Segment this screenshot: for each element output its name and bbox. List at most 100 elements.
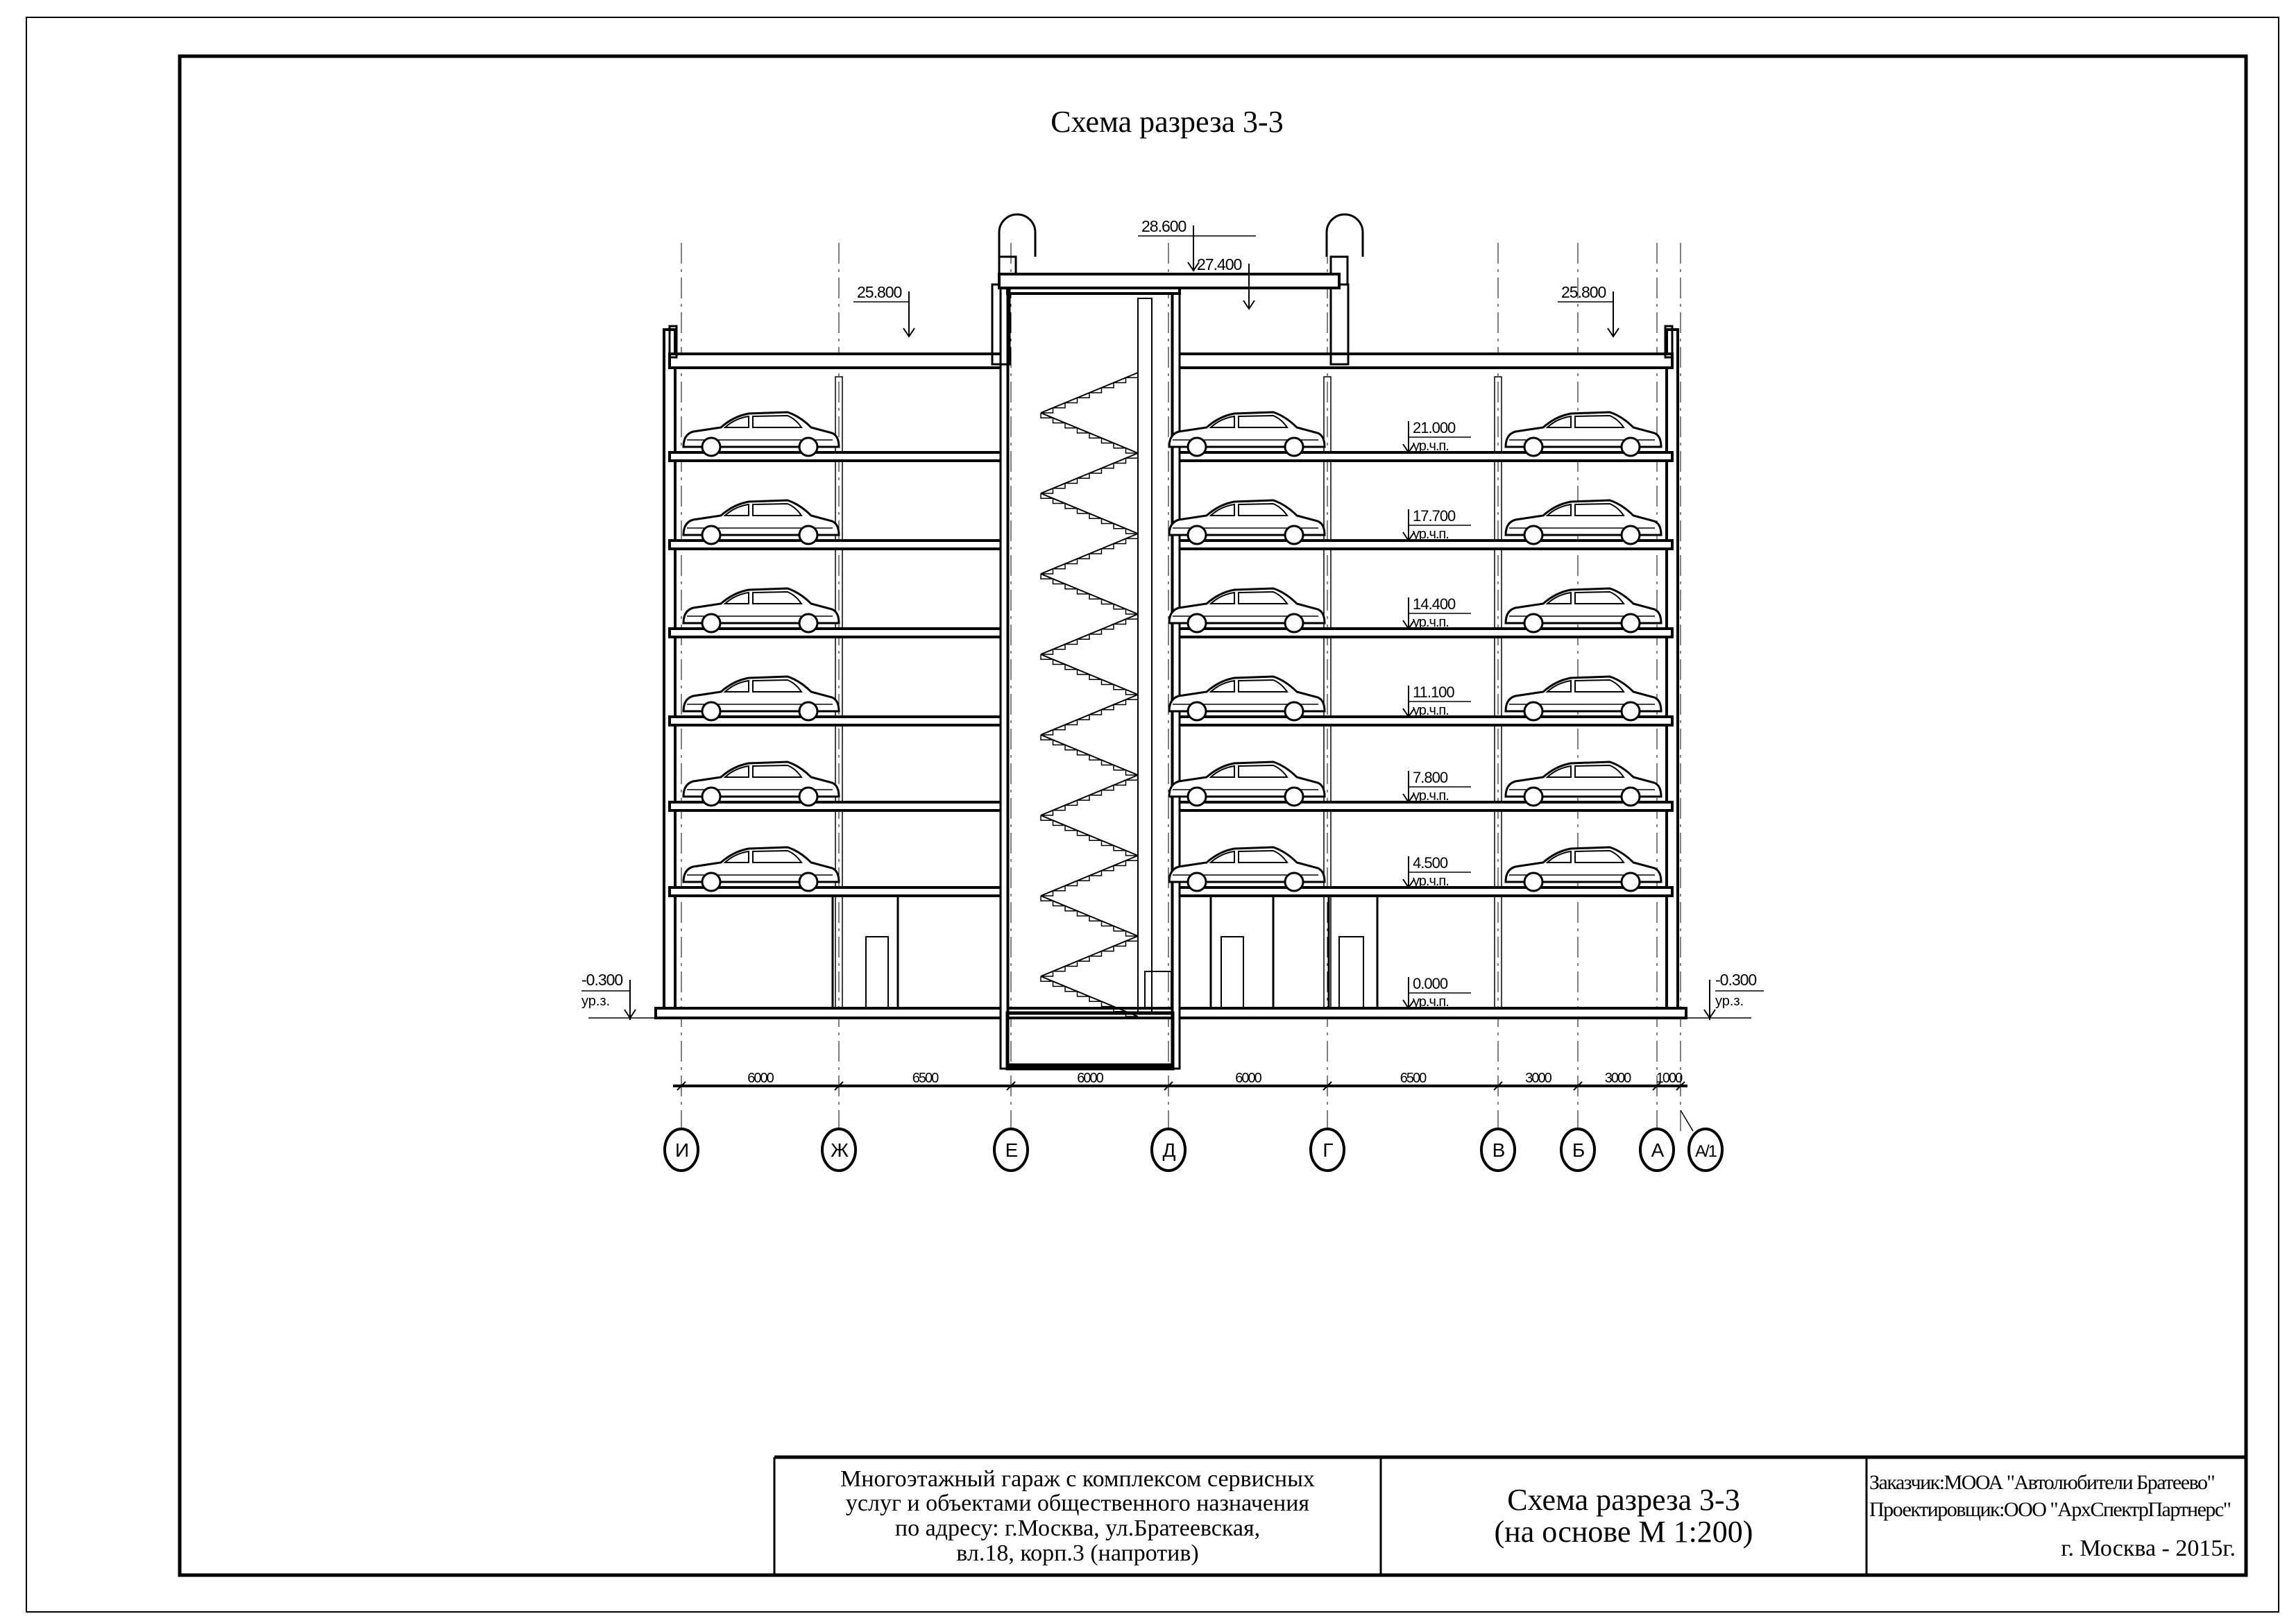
car-wheel — [798, 613, 819, 634]
axis-label: В — [1493, 1139, 1505, 1161]
ground-elevation: -0.300 — [581, 971, 622, 989]
ground-label: ур.з. — [581, 994, 610, 1009]
level-arrow — [1402, 532, 1415, 542]
car-window — [1545, 590, 1625, 604]
axis-bubble — [993, 1128, 1029, 1172]
elevation-top-arrow — [1187, 262, 1200, 272]
project-line: вл.18, корп.3 (напротив) — [956, 1540, 1199, 1566]
core-roof-wall-right — [1329, 283, 1350, 366]
level-label: ур.ч.п. — [1413, 874, 1449, 889]
axis-bubble — [1560, 1128, 1596, 1172]
level-arrow — [1402, 878, 1415, 889]
axis-leader — [1680, 1110, 1694, 1132]
sheet-name: Схема разреза 3-3 (на основе М 1:200) — [1384, 1460, 1864, 1572]
car — [1504, 760, 1663, 807]
axis-bubble — [1480, 1128, 1516, 1172]
level-label: ур.ч.п. — [1413, 703, 1449, 718]
car-wheel — [1284, 701, 1304, 722]
car-body — [1504, 411, 1663, 448]
car — [1168, 499, 1326, 545]
level-value: 21.000 — [1413, 419, 1456, 436]
car-window — [1209, 764, 1289, 778]
car-body — [682, 846, 840, 883]
car — [1504, 411, 1663, 457]
right-wall — [1665, 328, 1679, 1018]
dimension-tick — [1323, 1081, 1332, 1091]
dimension-value: 3000 — [1525, 1071, 1551, 1086]
floor-slab — [668, 715, 1009, 726]
car-window — [1545, 679, 1625, 692]
stair-stringer — [1040, 976, 1139, 1017]
door — [1221, 936, 1244, 1009]
column — [835, 460, 843, 541]
upper-roof-slab — [998, 273, 1341, 289]
car-wheel — [701, 701, 722, 722]
ground-label: ур.з. — [1715, 994, 1744, 1009]
level-value: 7.800 — [1413, 769, 1448, 786]
dimension-tick — [1676, 1081, 1685, 1091]
stair-stringer — [1040, 815, 1139, 856]
car-wheel — [1620, 701, 1641, 722]
column — [1323, 460, 1332, 541]
dimension-tick — [677, 1081, 686, 1091]
dimension-tick — [1164, 1081, 1173, 1091]
car — [1504, 846, 1663, 892]
car — [1504, 675, 1663, 722]
axis-label: Г — [1323, 1139, 1333, 1161]
floor-slab — [668, 801, 1009, 812]
car — [682, 411, 840, 457]
column — [1323, 376, 1332, 453]
car-window — [723, 849, 803, 863]
column — [1494, 636, 1502, 717]
dimension-tick — [834, 1081, 844, 1091]
level-label: ур.ч.п. — [1413, 439, 1449, 454]
car — [1168, 760, 1326, 807]
left-wall — [663, 328, 677, 1018]
project-line: по адресу: г.Москва, ул.Братеевская, — [894, 1515, 1261, 1541]
car-wheel — [1284, 786, 1304, 807]
car-wheel — [1187, 701, 1207, 722]
level-arrow — [1402, 443, 1415, 454]
car-window — [1209, 849, 1289, 863]
level-arrow — [1402, 708, 1415, 718]
door — [1144, 971, 1172, 1009]
car-body — [1168, 587, 1326, 624]
car-body — [1168, 760, 1326, 798]
column — [835, 724, 843, 803]
car-wheel — [798, 872, 819, 892]
stair-stringer — [1040, 412, 1139, 454]
car-wheel — [1620, 613, 1641, 634]
car-wheel — [1187, 786, 1207, 807]
car-window — [1545, 849, 1625, 863]
elevation-roof-right: 25.800 — [1561, 283, 1606, 301]
elevation-roof-left-arrow — [903, 328, 915, 338]
car-wheel — [1523, 613, 1544, 634]
car-window — [723, 764, 803, 778]
axis-bubble — [821, 1128, 857, 1172]
car-wheel — [1284, 872, 1304, 892]
sheet-scale: (на основе М 1:200) — [1494, 1515, 1753, 1549]
stair-stringer — [1040, 935, 1139, 977]
stair-stringer — [1040, 855, 1139, 897]
car-wheel — [798, 525, 819, 545]
car-body — [1168, 499, 1326, 536]
dimension-value: 6500 — [1400, 1071, 1427, 1086]
car-wheel — [1523, 872, 1544, 892]
building-section — [654, 213, 1687, 1131]
car — [1504, 587, 1663, 634]
stair-stringer — [1040, 895, 1139, 937]
dimension-value: 3000 — [1605, 1071, 1631, 1086]
column — [835, 810, 843, 888]
car-wheel — [1284, 436, 1304, 457]
stair-stringer — [1040, 774, 1139, 816]
car-window — [1545, 764, 1625, 778]
column — [1323, 548, 1332, 629]
car-body — [1504, 846, 1663, 883]
axis-label: А — [1651, 1139, 1665, 1161]
car-wheel — [701, 436, 722, 457]
car-wheel — [1523, 436, 1544, 457]
level-label: ур.ч.п. — [1413, 527, 1449, 542]
column — [1494, 895, 1502, 1009]
car-window — [723, 590, 803, 604]
stair-core — [1005, 279, 1175, 1067]
